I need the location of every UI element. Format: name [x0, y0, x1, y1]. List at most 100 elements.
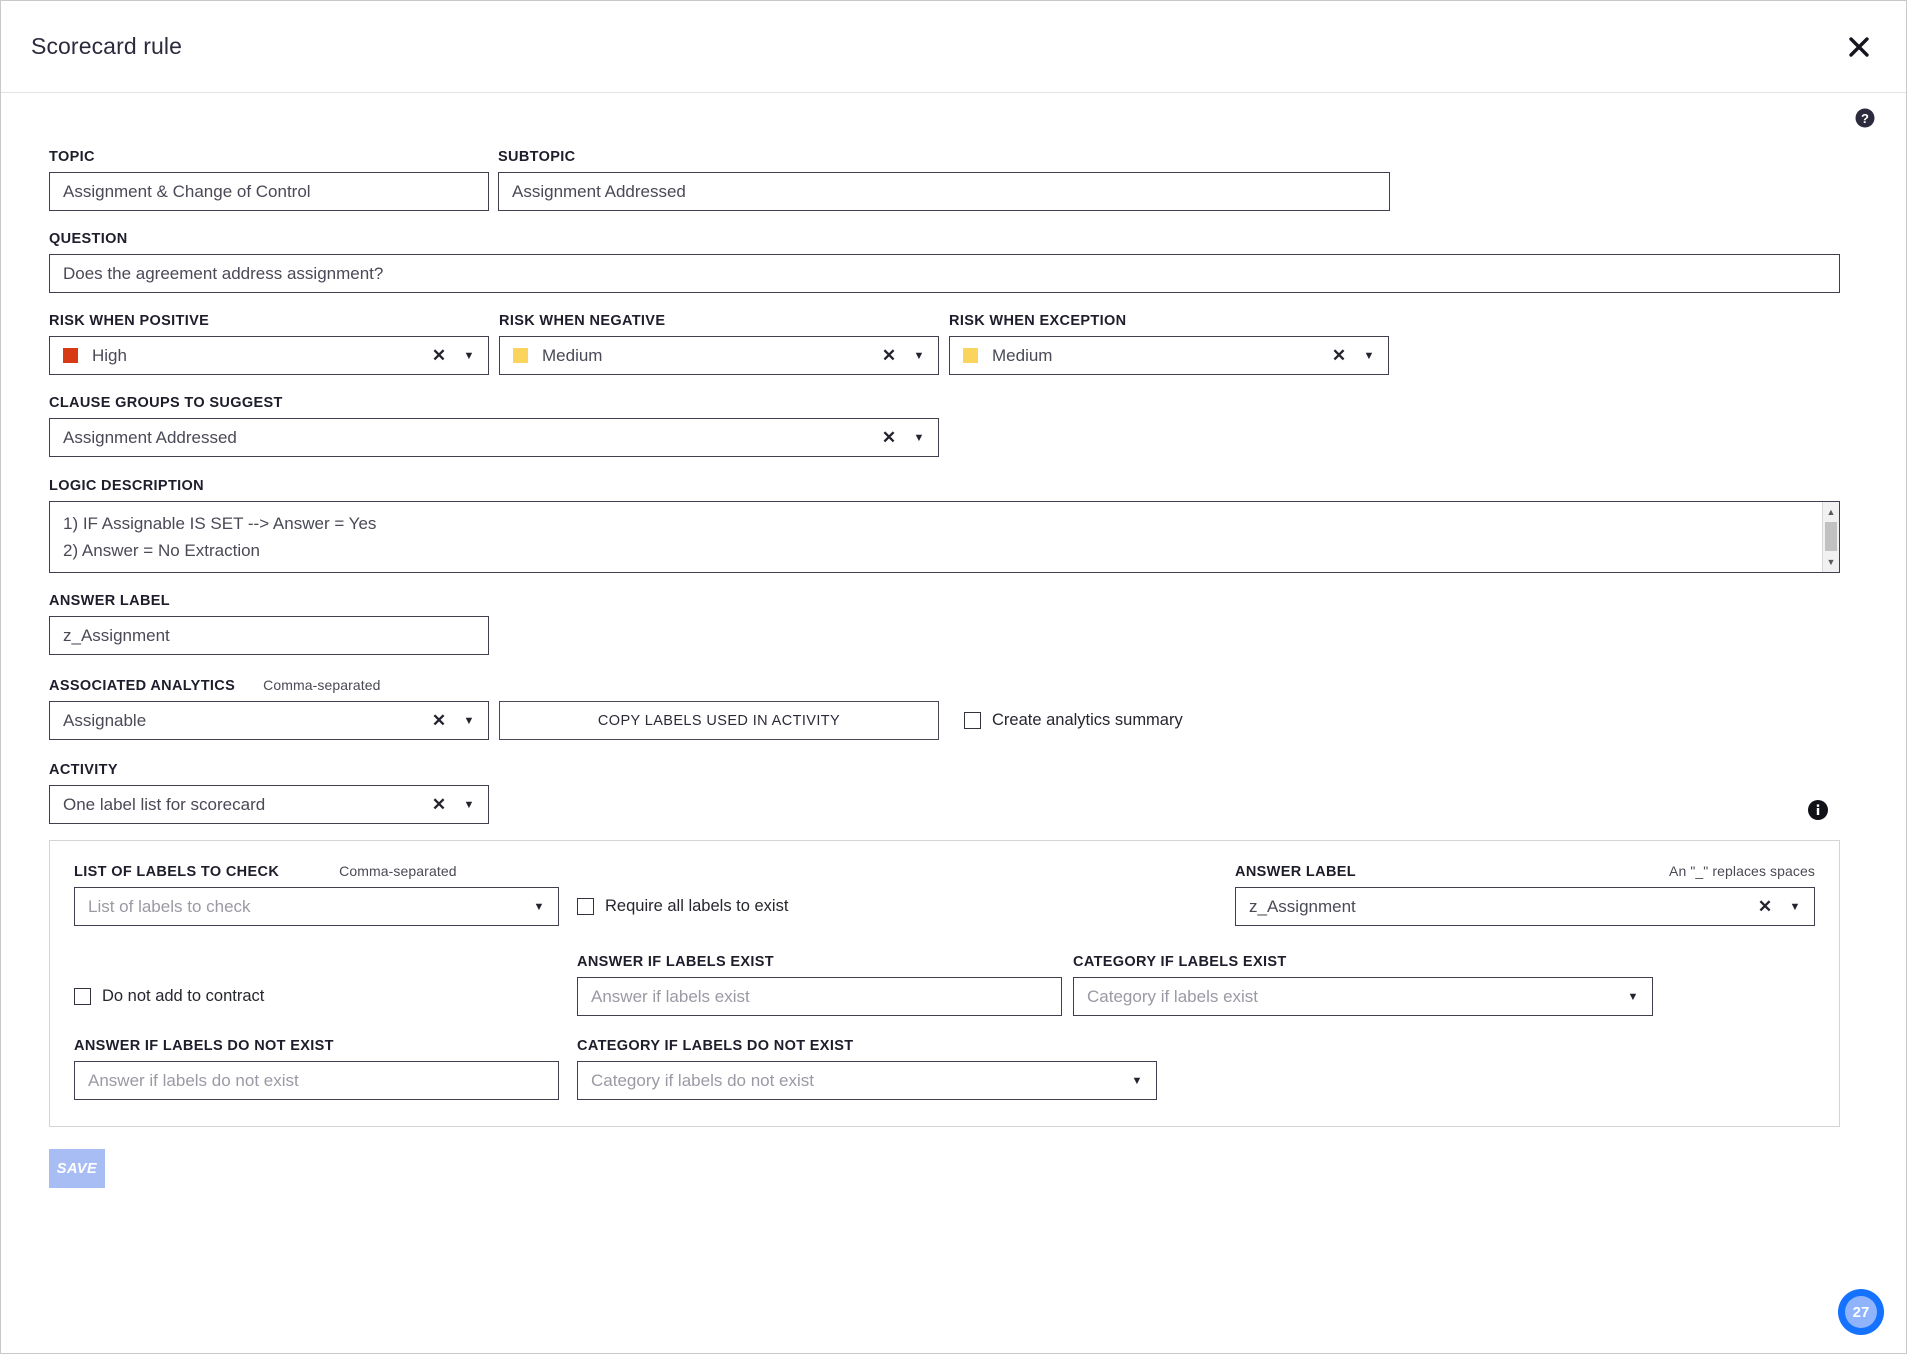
subtopic-label: SUBTOPIC [498, 149, 576, 165]
activity-label: ACTIVITY [49, 762, 118, 778]
panel-answer-label-clear-icon[interactable]: ✕ [1757, 896, 1773, 916]
field-group-list-of-labels: LIST OF LABELS TO CHECK Comma-separated … [74, 863, 559, 926]
category-if-labels-do-not-exist-label: CATEGORY IF LABELS DO NOT EXIST [577, 1038, 854, 1054]
require-all-labels-label: Require all labels to exist [605, 897, 789, 915]
logic-description-textarea[interactable]: 1) IF Assignable IS SET --> Answer = Yes… [49, 501, 1840, 573]
answer-if-labels-do-not-exist-label: ANSWER IF LABELS DO NOT EXIST [74, 1038, 334, 1054]
field-group-category-if-labels-do-not-exist: CATEGORY IF LABELS DO NOT EXIST Category… [577, 1038, 1157, 1100]
field-group-activity: ACTIVITY One label list for scorecard ✕ … [49, 762, 1858, 824]
panel-row-1: LIST OF LABELS TO CHECK Comma-separated … [74, 863, 1815, 926]
field-group-clause-groups: CLAUSE GROUPS TO SUGGEST Assignment Addr… [49, 395, 1858, 457]
associated-analytics-value: Assignable [63, 710, 147, 730]
notification-badge-count: 27 [1845, 1296, 1877, 1328]
list-of-labels-select[interactable]: List of labels to check ▼ [74, 887, 559, 926]
list-of-labels-label-row: LIST OF LABELS TO CHECK Comma-separated [74, 863, 559, 880]
panel-answer-label-label: ANSWER LABEL [1235, 864, 1356, 880]
category-if-labels-do-not-exist-chevron-down-icon[interactable]: ▼ [1131, 1074, 1143, 1087]
scorecard-rule-form: TOPIC Assignment & Change of Control SUB… [49, 149, 1858, 1188]
row-topic-subtopic: TOPIC Assignment & Change of Control SUB… [49, 149, 1858, 211]
subtopic-value: Assignment Addressed [512, 181, 686, 201]
clause-groups-value: Assignment Addressed [63, 427, 237, 447]
question-input[interactable]: Does the agreement address assignment? [49, 254, 1840, 293]
logic-description-label: LOGIC DESCRIPTION [49, 478, 204, 494]
help-row: ? [1, 93, 1906, 139]
help-circle-icon[interactable]: ? [1854, 107, 1876, 129]
activity-clear-icon[interactable]: ✕ [431, 794, 447, 814]
answer-if-labels-exist-placeholder: Answer if labels exist [591, 986, 750, 1006]
close-icon[interactable] [1840, 28, 1878, 66]
panel-answer-label-value: z_Assignment [1249, 896, 1356, 916]
panel-answer-label-label-row: ANSWER LABEL An "_" replaces spaces [1235, 863, 1815, 880]
risk-positive-label: RISK WHEN POSITIVE [49, 313, 210, 329]
list-of-labels-chevron-down-icon[interactable]: ▼ [533, 900, 545, 913]
risk-exception-value: Medium [992, 345, 1053, 365]
panel-answer-label-hint: An "_" replaces spaces [1669, 863, 1815, 879]
answer-if-labels-do-not-exist-input[interactable]: Answer if labels do not exist [74, 1061, 559, 1100]
risk-positive-chevron-down-icon[interactable]: ▼ [463, 349, 475, 362]
panel-answer-label-chevron-down-icon[interactable]: ▼ [1789, 900, 1801, 913]
associated-analytics-select[interactable]: Assignable ✕ ▼ [49, 701, 489, 740]
clause-groups-select[interactable]: Assignment Addressed ✕ ▼ [49, 418, 939, 457]
list-of-labels-label: LIST OF LABELS TO CHECK [74, 864, 280, 880]
clause-groups-chevron-down-icon[interactable]: ▼ [913, 431, 925, 444]
scrollbar-thumb[interactable] [1825, 522, 1837, 551]
category-if-labels-exist-select[interactable]: Category if labels exist ▼ [1073, 977, 1653, 1016]
risk-negative-clear-icon[interactable]: ✕ [881, 345, 897, 365]
risk-negative-chevron-down-icon[interactable]: ▼ [913, 349, 925, 362]
scroll-up-icon[interactable]: ▲ [1826, 507, 1836, 517]
category-if-labels-exist-placeholder: Category if labels exist [1087, 986, 1259, 1006]
clause-groups-clear-icon[interactable]: ✕ [881, 427, 897, 447]
save-button[interactable]: SAVE [49, 1149, 105, 1188]
answer-label-label: ANSWER LABEL [49, 593, 170, 609]
field-group-answer-if-labels-exist: ANSWER IF LABELS EXIST Answer if labels … [577, 954, 1062, 1016]
scroll-down-icon[interactable]: ▼ [1826, 557, 1836, 567]
checkbox-box-icon [74, 988, 91, 1005]
associated-analytics-chevron-down-icon[interactable]: ▼ [463, 714, 475, 727]
field-group-risk-exception: RISK WHEN EXCEPTION Medium ✕ ▼ [949, 313, 1389, 375]
answer-if-labels-exist-input[interactable]: Answer if labels exist [577, 977, 1062, 1016]
risk-exception-chevron-down-icon[interactable]: ▼ [1363, 349, 1375, 362]
associated-analytics-label: ASSOCIATED ANALYTICS [49, 678, 236, 694]
panel-row-3: ANSWER IF LABELS DO NOT EXIST Answer if … [74, 1038, 1815, 1100]
create-analytics-summary-label: Create analytics summary [992, 711, 1183, 729]
category-if-labels-exist-label: CATEGORY IF LABELS EXIST [1073, 954, 1287, 970]
risk-positive-select[interactable]: High ✕ ▼ [49, 336, 489, 375]
risk-positive-clear-icon[interactable]: ✕ [431, 345, 447, 365]
answer-label-input[interactable]: z_Assignment [49, 616, 489, 655]
info-icon[interactable] [1807, 799, 1829, 821]
list-of-labels-hint: Comma-separated [339, 863, 457, 879]
activity-value: One label list for scorecard [63, 794, 266, 814]
field-group-topic: TOPIC Assignment & Change of Control [49, 149, 489, 211]
require-all-labels-checkbox[interactable]: Require all labels to exist [577, 887, 788, 926]
activity-select[interactable]: One label list for scorecard ✕ ▼ [49, 785, 489, 824]
field-group-associated-analytics: ASSOCIATED ANALYTICS Comma-separated Ass… [49, 677, 1858, 740]
field-group-risk-negative: RISK WHEN NEGATIVE Medium ✕ ▼ [499, 313, 939, 375]
answer-label-value: z_Assignment [63, 625, 170, 645]
activity-chevron-down-icon[interactable]: ▼ [463, 798, 475, 811]
risk-positive-color-swatch [63, 348, 78, 363]
row-associated-analytics: Assignable ✕ ▼ COPY LABELS USED IN ACTIV… [49, 701, 1858, 740]
create-analytics-summary-checkbox[interactable]: Create analytics summary [964, 701, 1183, 740]
subtopic-input[interactable]: Assignment Addressed [498, 172, 1390, 211]
category-if-labels-exist-chevron-down-icon[interactable]: ▼ [1627, 990, 1639, 1003]
associated-analytics-clear-icon[interactable]: ✕ [431, 710, 447, 730]
category-if-labels-do-not-exist-placeholder: Category if labels do not exist [591, 1070, 815, 1090]
notification-badge[interactable]: 27 [1838, 1289, 1884, 1335]
field-group-subtopic: SUBTOPIC Assignment Addressed [498, 149, 1390, 211]
copy-labels-used-in-activity-button[interactable]: COPY LABELS USED IN ACTIVITY [499, 701, 939, 740]
topic-input[interactable]: Assignment & Change of Control [49, 172, 489, 211]
do-not-add-to-contract-checkbox[interactable]: Do not add to contract [74, 977, 559, 1016]
answer-if-labels-do-not-exist-placeholder: Answer if labels do not exist [88, 1070, 299, 1090]
panel-answer-label-select[interactable]: z_Assignment ✕ ▼ [1235, 887, 1815, 926]
category-if-labels-do-not-exist-select[interactable]: Category if labels do not exist ▼ [577, 1061, 1157, 1100]
logic-description-scrollbar[interactable]: ▲ ▼ [1822, 502, 1839, 572]
field-group-category-if-labels-exist: CATEGORY IF LABELS EXIST Category if lab… [1073, 954, 1653, 1016]
risk-exception-select[interactable]: Medium ✕ ▼ [949, 336, 1389, 375]
panel-row-2: Do not add to contract ANSWER IF LABELS … [74, 954, 1815, 1016]
risk-exception-clear-icon[interactable]: ✕ [1331, 345, 1347, 365]
risk-negative-select[interactable]: Medium ✕ ▼ [499, 336, 939, 375]
field-group-panel-answer-label: ANSWER LABEL An "_" replaces spaces z_As… [1235, 863, 1815, 926]
associated-analytics-hint: Comma-separated [263, 677, 381, 693]
list-of-labels-placeholder: List of labels to check [88, 896, 251, 916]
